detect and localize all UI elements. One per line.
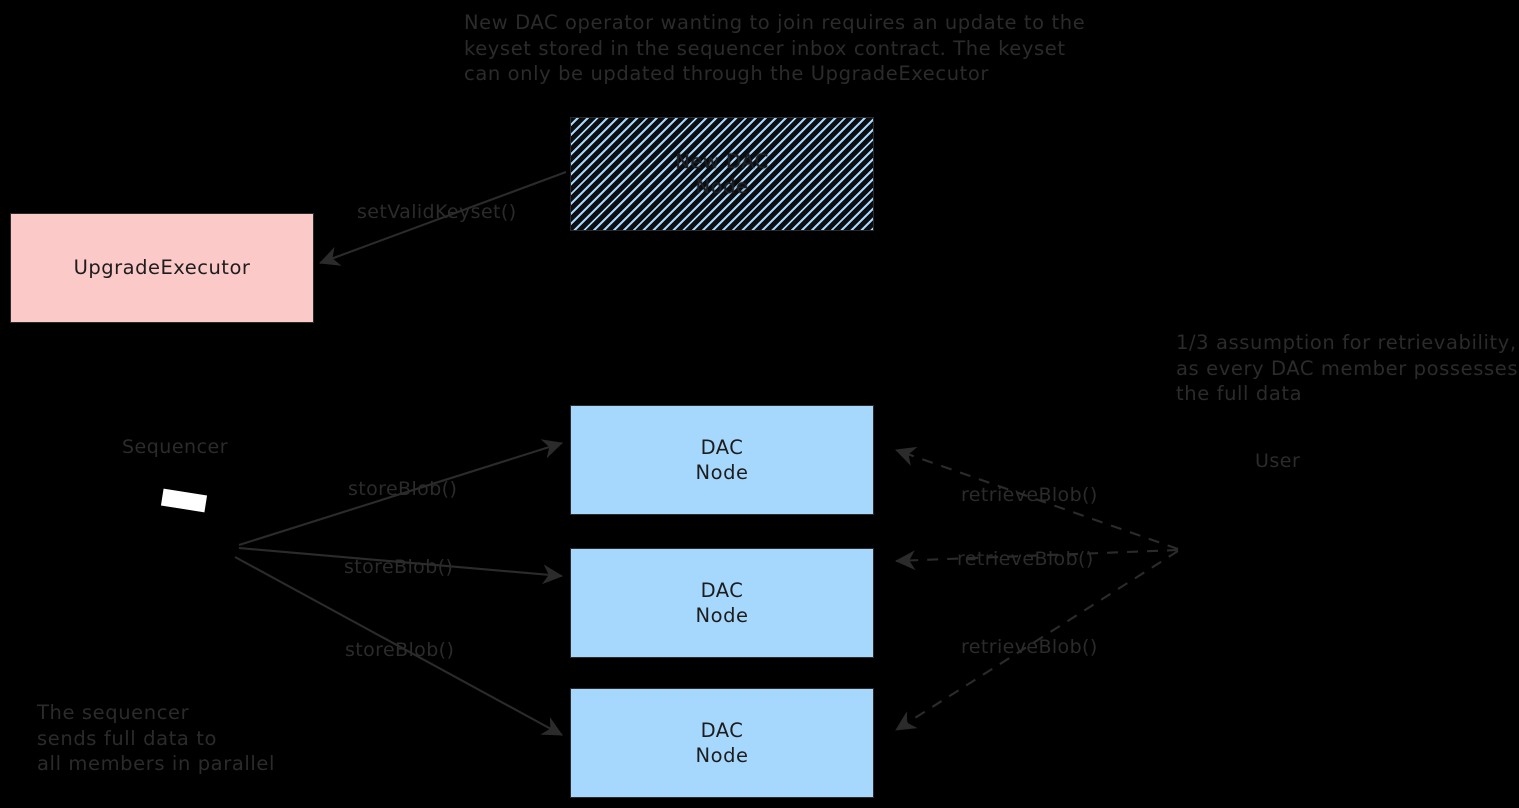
edge-label-store-blob-1: storeBlob() xyxy=(348,478,458,500)
node-user-label: User xyxy=(1255,450,1301,472)
node-dac-node-1-label: DAC Node xyxy=(695,435,749,485)
edge-label-retrieve-blob-1: retrieveBlob() xyxy=(961,484,1098,506)
edge-retrieve-blob-2 xyxy=(895,548,1179,571)
node-sequencer-label: Sequencer xyxy=(122,436,229,458)
edge-label-retrieve-blob-3: retrieveBlob() xyxy=(961,636,1098,658)
edge-store-blob-3 xyxy=(234,556,563,736)
node-dac-node-3[interactable]: DAC Node xyxy=(570,688,874,798)
node-dac-node-1[interactable]: DAC Node xyxy=(570,405,874,515)
edge-set-valid-keyset xyxy=(319,171,567,266)
edge-retrieve-blob-1 xyxy=(895,446,1179,550)
node-dac-node-2[interactable]: DAC Node xyxy=(570,548,874,658)
node-upgrade-executor[interactable]: UpgradeExecutor xyxy=(10,213,314,323)
node-dac-node-2-label: DAC Node xyxy=(695,578,749,628)
node-upgrade-executor-label: UpgradeExecutor xyxy=(73,256,251,280)
node-new-dac-node-label: New DAC Node xyxy=(675,149,769,199)
note-top: New DAC operator wanting to join require… xyxy=(464,11,1086,85)
edge-retrieve-blob-3 xyxy=(895,550,1179,731)
edge-label-retrieve-blob-2: retrieveBlob() xyxy=(957,548,1094,570)
note-bottom-left: The sequencer sends full data to all mem… xyxy=(37,701,276,775)
edge-store-blob-1 xyxy=(238,439,563,547)
edge-label-store-blob-3: storeBlob() xyxy=(345,639,455,661)
edge-store-blob-2 xyxy=(238,546,563,585)
edge-label-store-blob-2: storeBlob() xyxy=(344,556,454,578)
hatch-pattern-icon xyxy=(571,118,873,230)
note-right: 1/3 assumption for retrievability, as ev… xyxy=(1176,331,1519,405)
edge-label-set-valid-keyset: setValidKeyset() xyxy=(357,201,517,223)
node-dac-node-3-label: DAC Node xyxy=(695,718,749,768)
node-new-dac-node[interactable]: New DAC Node xyxy=(570,117,874,231)
